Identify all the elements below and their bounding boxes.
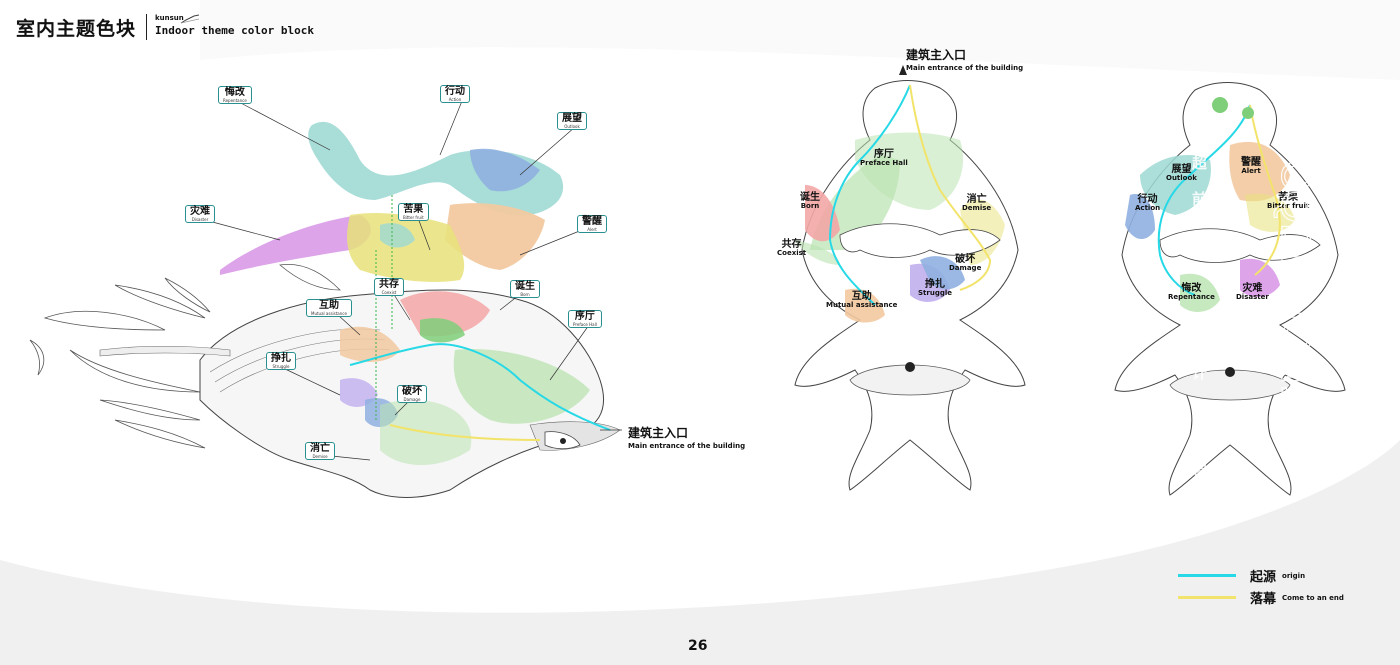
watermark-col-4: 计 [1192, 364, 1208, 382]
watermark-col-6: 課 [1192, 432, 1208, 450]
page-number: 26 [688, 638, 708, 654]
watermark-col-3: 设 [1192, 330, 1208, 348]
legend-origin-en: origin [1282, 571, 1306, 580]
svg-text:CQDESIGN.CN: CQDESIGN.CN [1273, 160, 1312, 456]
title-divider [146, 14, 148, 40]
watermark-col-5: 案 [1192, 400, 1208, 418]
page-title-en: Indoor theme color block [155, 24, 314, 37]
legend-end-en: Come to an end [1282, 593, 1344, 602]
page-title-cn: 室内主题色块 [16, 18, 137, 40]
legend-origin: 起源 origin [1178, 566, 1305, 585]
watermark-col-7: 程 [1192, 462, 1208, 480]
legend-end: 落幕 Come to an end [1178, 588, 1344, 607]
legend-line-origin [1178, 574, 1236, 577]
legend-line-end [1178, 596, 1236, 599]
floor-plan-2 [1114, 82, 1346, 496]
legend-origin-cn: 起源 [1250, 570, 1277, 585]
watermark-col-2: 前 [1192, 190, 1208, 208]
legend-end-cn: 落幕 [1250, 592, 1277, 607]
header: 室内主题色块 kunsun Indoor theme color block [16, 14, 314, 41]
stair-logo-icon [180, 14, 200, 24]
watermark-large: CQDESIGN.CN [1272, 159, 1312, 457]
watermark-col-1: 超 [1192, 154, 1208, 172]
page-subtitle-small: kunsun [155, 14, 184, 22]
floor-plan-1 [794, 65, 1026, 491]
